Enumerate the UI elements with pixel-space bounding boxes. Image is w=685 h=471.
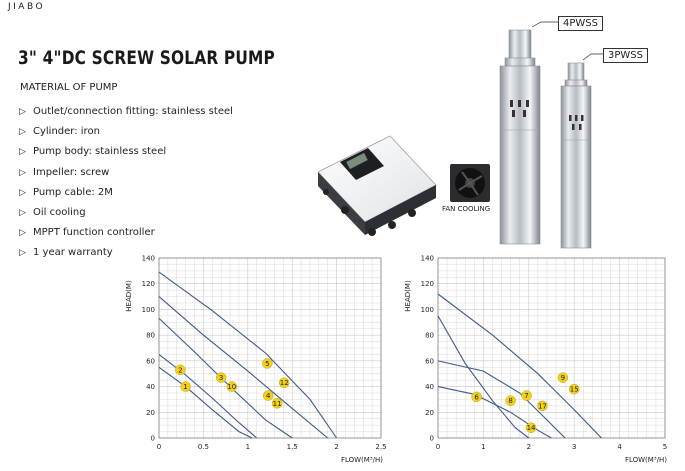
curve-marker xyxy=(471,391,482,403)
x-tick-label: 0 xyxy=(157,443,161,451)
y-tick-label: 140 xyxy=(421,255,434,263)
x-tick-label: 2.5 xyxy=(375,443,386,451)
x-tick-label: 5 xyxy=(663,443,667,451)
feature-item: ▷1 year warranty xyxy=(19,243,233,263)
x-tick-label: 4 xyxy=(617,443,622,451)
series-line xyxy=(437,360,566,439)
y-tick-label: 0 xyxy=(430,435,434,443)
x-tick-label: 3 xyxy=(572,443,576,451)
triangle-bullet-icon: ▷ xyxy=(19,167,26,178)
feature-item: ▷Cylinder: iron xyxy=(19,122,233,142)
y-tick-label: 60 xyxy=(425,357,434,365)
y-tick-label: 140 xyxy=(142,255,155,263)
y-tick-label: 20 xyxy=(425,409,434,417)
x-tick-label: 0.5 xyxy=(198,443,209,451)
grid xyxy=(437,257,666,439)
curve-marker-label: 5 xyxy=(265,360,269,368)
curve-marker xyxy=(180,381,191,392)
curve-marker-label: 14 xyxy=(527,424,536,432)
curve-marker xyxy=(505,395,516,406)
curve-marker-label: 8 xyxy=(508,397,512,405)
feature-list: ▷Outlet/connection fitting: stainless st… xyxy=(19,102,233,264)
y-tick-label: 60 xyxy=(146,357,155,365)
curve-marker-label: 1 xyxy=(183,383,187,391)
series-line xyxy=(437,315,530,439)
curve-marker-label: 6 xyxy=(474,393,479,401)
curve-marker xyxy=(175,364,186,376)
y-tick-label: 120 xyxy=(421,280,434,288)
curve-marker xyxy=(262,358,273,369)
plot-frame xyxy=(158,257,382,439)
page-title: 3" 4"DC SCREW SOLAR PUMP xyxy=(18,47,276,69)
x-axis-title: FLOW(M³/H) xyxy=(341,456,383,464)
curve-marker xyxy=(271,398,283,409)
triangle-bullet-icon: ▷ xyxy=(19,208,26,219)
curve-marker-label: 11 xyxy=(273,400,282,408)
x-tick-label: 1 xyxy=(246,443,250,451)
x-tick-label: 0 xyxy=(436,443,440,451)
x-tick-label: 2 xyxy=(527,443,531,451)
triangle-bullet-icon: ▷ xyxy=(19,107,26,117)
curve-marker xyxy=(278,377,290,388)
curve-marker xyxy=(262,390,274,401)
feature-item: ▷Pump cable: 2M xyxy=(19,183,233,203)
curve-marker xyxy=(557,372,569,383)
series-line xyxy=(437,293,602,439)
curve-marker xyxy=(568,383,580,395)
curve-marker xyxy=(525,422,537,433)
x-tick-label: 1.5 xyxy=(287,443,298,451)
y-tick-label: 0 xyxy=(151,435,155,443)
x-tick-label: 1 xyxy=(481,443,485,451)
curve-marker-label: 7 xyxy=(524,392,528,400)
curve-marker xyxy=(521,390,532,401)
model-tag-3pwss: 3PWSS xyxy=(603,48,648,63)
y-tick-label: 40 xyxy=(146,383,155,391)
y-tick-label: 40 xyxy=(425,383,434,391)
feature-item: ▷Outlet/connection fitting: stainless st… xyxy=(19,102,233,122)
feature-item: ▷Impeller: screw xyxy=(19,163,233,183)
curve-marker-label: 17 xyxy=(538,402,547,410)
curve-marker-label: 2 xyxy=(178,366,182,374)
x-axis-title: FLOW(M³/H) xyxy=(625,456,667,464)
curve-marker-label: 10 xyxy=(227,383,236,391)
triangle-bullet-icon: ▷ xyxy=(19,187,26,198)
feature-item: ▷Pump body: stainless steel xyxy=(19,142,233,162)
curve-marker-label: 15 xyxy=(570,386,579,394)
fan-cooling-label: FAN COOLING xyxy=(442,205,491,213)
y-tick-label: 80 xyxy=(146,332,155,340)
y-tick-label: 120 xyxy=(142,280,155,288)
curve-marker-label: 4 xyxy=(266,392,271,400)
y-tick-label: 100 xyxy=(142,306,155,314)
x-tick-label: 2 xyxy=(334,443,338,451)
feature-item: ▷Oil cooling xyxy=(19,203,233,223)
section-subtitle: MATERIAL OF PUMP xyxy=(20,82,118,93)
curve-marker-label: 12 xyxy=(280,379,289,387)
brand-logo-text: JIABO xyxy=(8,2,46,12)
series-line xyxy=(437,386,552,439)
y-tick-label: 80 xyxy=(425,332,434,340)
y-axis-title: HEAD(M) xyxy=(404,280,412,312)
curve-marker xyxy=(215,372,227,383)
triangle-bullet-icon: ▷ xyxy=(19,228,26,239)
series-line xyxy=(158,366,253,439)
series-line xyxy=(158,271,338,439)
curve-marker-label: 3 xyxy=(219,374,223,382)
triangle-bullet-icon: ▷ xyxy=(19,127,26,138)
y-axis-title: HEAD(M) xyxy=(125,280,133,312)
y-tick-label: 20 xyxy=(146,409,155,417)
curve-marker xyxy=(537,400,548,412)
triangle-bullet-icon: ▷ xyxy=(19,147,26,158)
feature-item: ▷MPPT function controller xyxy=(19,223,233,243)
y-tick-label: 100 xyxy=(421,306,434,314)
curve-marker-label: 9 xyxy=(561,374,565,382)
triangle-bullet-icon: ▷ xyxy=(19,248,26,259)
curve-marker xyxy=(226,381,238,392)
model-tag-4pwss: 4PWSS xyxy=(558,16,603,31)
series-line xyxy=(158,296,329,439)
